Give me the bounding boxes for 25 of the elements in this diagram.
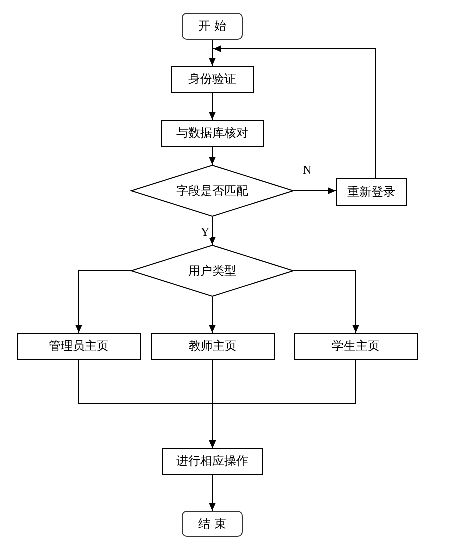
arrow: [209, 146, 216, 166]
arrow: [209, 92, 216, 120]
process-box: 重新登录: [336, 178, 407, 206]
arrow: [294, 188, 336, 194]
decision-diamond: 字段是否匹配: [131, 165, 294, 217]
terminal-box: 开 始: [182, 13, 243, 40]
process-box: 与数据库核对: [161, 120, 264, 147]
edge-label: Y: [200, 226, 211, 238]
process-box: 身份验证: [171, 66, 254, 93]
decision-diamond: 用户类型: [131, 245, 294, 297]
edge-label: N: [302, 164, 313, 176]
arrow: [209, 474, 216, 512]
process-box: 管理员主页: [17, 333, 141, 360]
process-box: 学生主页: [294, 333, 418, 360]
process-box: 教师主页: [151, 333, 275, 360]
arrow: [209, 40, 216, 66]
process-box: 进行相应操作: [162, 448, 263, 475]
arrow: [210, 360, 216, 448]
arrow: [209, 216, 216, 246]
arrow: [209, 296, 216, 334]
terminal-box: 结 束: [182, 511, 243, 537]
arrow: [76, 270, 132, 334]
arrow: [213, 46, 376, 178]
arrow: [209, 360, 356, 448]
arrow: [294, 270, 360, 334]
